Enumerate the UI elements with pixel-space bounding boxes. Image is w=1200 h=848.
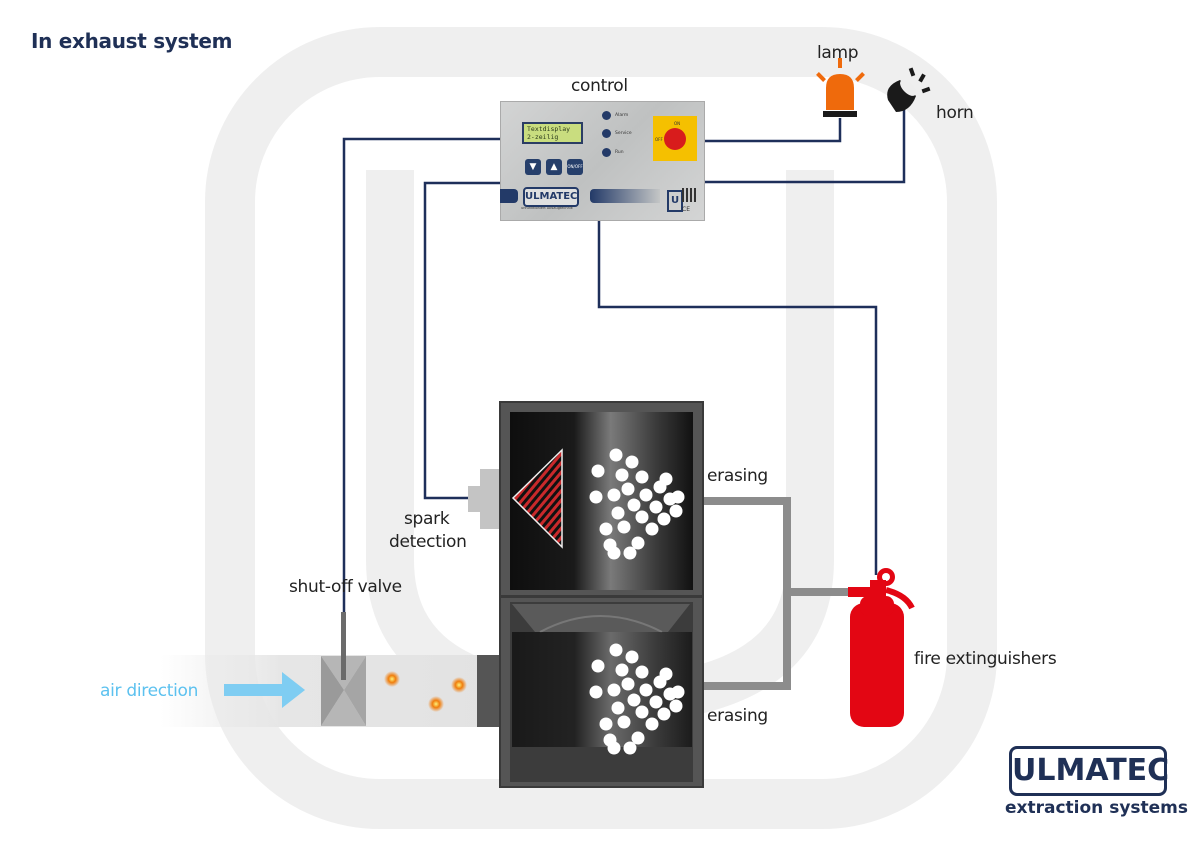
ball	[645, 522, 659, 536]
ball	[631, 536, 645, 550]
wire-to-extinguisher	[597, 219, 878, 575]
shutoff-valve	[321, 612, 366, 726]
ball	[657, 707, 671, 721]
ball	[609, 448, 623, 462]
panel-u-emblem-icon: U	[667, 190, 683, 212]
ball	[657, 512, 671, 526]
ball	[627, 498, 641, 512]
panel-brand-logo: ULMATEC	[523, 187, 579, 207]
lamp-label: lamp	[817, 43, 859, 63]
ball	[623, 741, 637, 755]
control-wires	[342, 88, 906, 640]
ball	[625, 455, 639, 469]
ball	[659, 667, 673, 681]
ball	[623, 546, 637, 560]
wire-to-lamp	[703, 118, 842, 143]
ball	[609, 643, 623, 657]
run-led	[602, 148, 611, 157]
ulmatec-subtitle: extraction systems	[1005, 798, 1189, 818]
ball	[645, 717, 659, 731]
ball	[591, 659, 605, 673]
run-led-label: Run	[615, 150, 624, 155]
duct-connector	[477, 655, 501, 727]
wire-to-horn	[703, 88, 906, 184]
spark-detection-label-line1: spark	[404, 509, 450, 529]
ball	[617, 715, 631, 729]
ball	[611, 506, 625, 520]
ball	[627, 693, 641, 707]
ball	[621, 482, 635, 496]
ball	[671, 490, 685, 504]
panel-stripe-left	[500, 189, 518, 203]
down-button[interactable]: ▼	[525, 159, 541, 175]
service-led	[602, 129, 611, 138]
ball	[607, 546, 621, 560]
erasing-label-top: erasing	[707, 466, 768, 486]
ball	[599, 522, 613, 536]
qr-code-icon	[682, 188, 696, 202]
ball	[589, 490, 603, 504]
lamp-icon	[816, 58, 865, 117]
erasing-label-bottom: erasing	[707, 706, 768, 726]
ball	[607, 683, 621, 697]
shutoff-valve-label: shut-off valve	[289, 577, 402, 597]
ball	[631, 731, 645, 745]
control-display: Textdisplay 2-zeilig	[522, 122, 583, 144]
ce-mark: CE	[682, 206, 690, 213]
service-led-label: Service	[615, 131, 632, 136]
wire-to-shutoff-valve	[342, 137, 500, 640]
ball	[621, 677, 635, 691]
switch-off-label: OFF	[655, 137, 663, 142]
ball	[649, 500, 663, 514]
spark-detector-housing	[468, 469, 502, 529]
alarm-led	[602, 111, 611, 120]
air-direction-arrow	[224, 672, 305, 708]
ball	[607, 488, 621, 502]
ball	[625, 650, 639, 664]
ball	[635, 470, 649, 484]
ball	[635, 665, 649, 679]
panel-stripe-right	[590, 189, 660, 203]
balls-upper	[589, 448, 685, 560]
ball	[669, 699, 683, 713]
ball	[635, 510, 649, 524]
ball	[635, 705, 649, 719]
ball	[639, 683, 653, 697]
ball	[615, 468, 629, 482]
lower-chamber	[499, 596, 704, 788]
ball	[639, 488, 653, 502]
ball	[615, 663, 629, 677]
ball	[607, 741, 621, 755]
balls-lower	[589, 643, 685, 755]
panel-tagline: unfunktioniert Absaugtechnik	[521, 206, 573, 210]
ball	[591, 464, 605, 478]
erasing-pipes	[704, 497, 850, 690]
ball	[617, 520, 631, 534]
ball	[611, 701, 625, 715]
wire-to-spark-detection	[423, 181, 500, 500]
ball	[599, 717, 613, 731]
ball	[649, 695, 663, 709]
on-off-button[interactable]: ON/OFF	[567, 159, 583, 175]
main-switch-knob[interactable]	[664, 128, 686, 150]
spark-detection-label-line2: detection	[389, 532, 467, 552]
ball	[589, 685, 603, 699]
alarm-led-label: Alarm	[615, 113, 629, 118]
air-direction-label: air direction	[100, 681, 199, 701]
fire-extinguishers-label: fire extinguishers	[914, 649, 1057, 669]
fire-extinguisher-icon	[848, 568, 915, 727]
ball	[669, 504, 683, 518]
horn-label: horn	[936, 103, 974, 123]
switch-on-label: ON	[674, 121, 681, 126]
horn-icon	[887, 67, 931, 112]
ulmatec-logo: ULMATEC	[1009, 746, 1169, 796]
ball	[659, 472, 673, 486]
page-title: In exhaust system	[31, 29, 233, 53]
up-button[interactable]: ▲	[546, 159, 562, 175]
control-label: control	[571, 76, 628, 96]
ball	[671, 685, 685, 699]
